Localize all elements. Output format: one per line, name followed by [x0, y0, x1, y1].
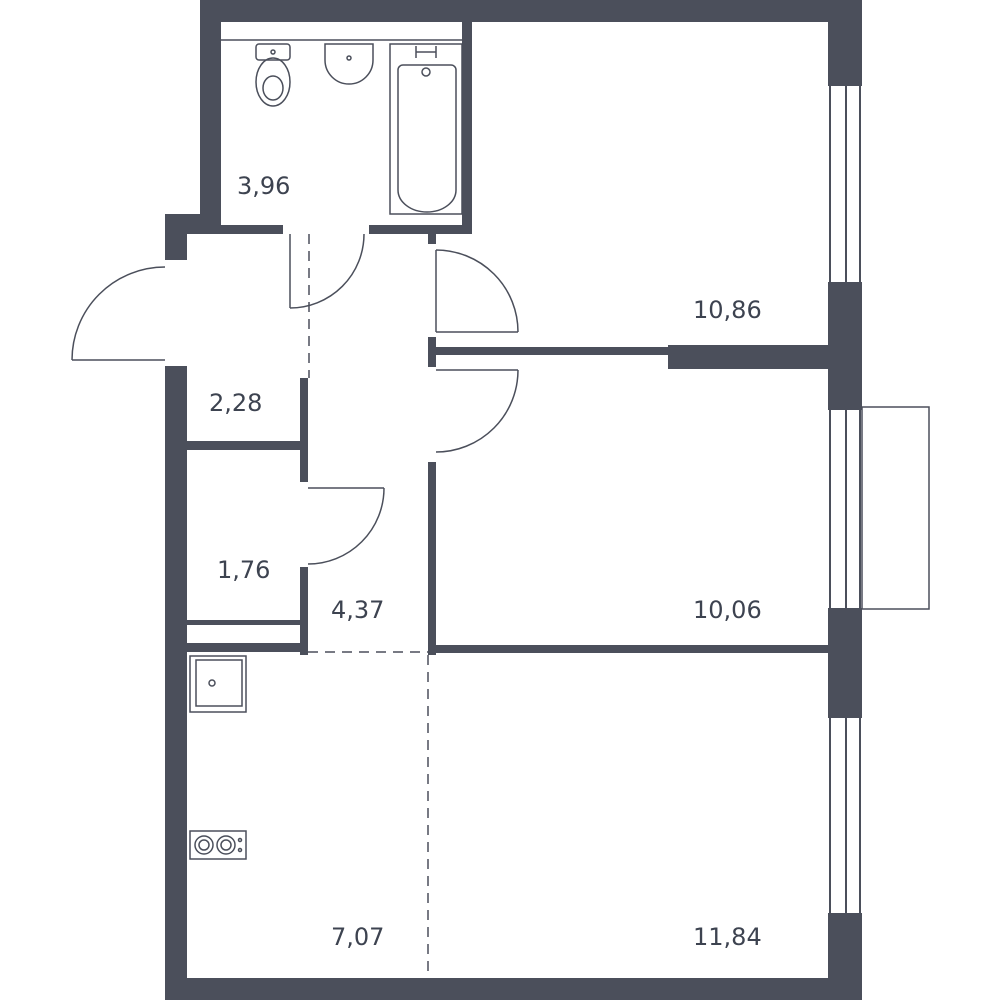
door-entrance [71, 266, 166, 361]
wall-bedroom-middle-left [428, 462, 436, 655]
wall-bottom [165, 978, 862, 1000]
kitchen-sink-icon [189, 655, 247, 713]
wall-left-lower [165, 366, 187, 1000]
bathroom-area: 3,96 [237, 172, 290, 200]
wall-hall-bottom [187, 441, 308, 450]
wall-right-1 [828, 282, 862, 410]
window-bedroom-top [829, 86, 861, 282]
kitchen-area: 7,07 [331, 923, 384, 951]
window-bedroom-middle [829, 410, 861, 608]
toilet-icon [255, 43, 291, 107]
wall-bedrooms-thin [428, 347, 670, 355]
wall-right-3 [828, 913, 862, 1000]
wall-right-2 [828, 608, 862, 718]
wall-right-top [828, 0, 862, 86]
wall-stub-post [165, 214, 187, 260]
zone-lines [308, 234, 429, 978]
stove-icon [189, 830, 247, 860]
wall-left-upper [200, 0, 221, 232]
wall-bath-bottom-right [369, 225, 472, 234]
wall-bedroom-middle-bottom [428, 645, 828, 653]
kitchen-fixtures [189, 655, 247, 860]
closet-area: 1,76 [217, 556, 270, 584]
living-room-area: 11,84 [693, 923, 762, 951]
wall-bedrooms-thick [668, 345, 830, 369]
bathroom-fixtures [221, 39, 463, 215]
wall-top [200, 0, 862, 22]
hall-area: 2,28 [209, 389, 262, 417]
windows [829, 86, 930, 913]
wall-bath-stub [428, 234, 436, 244]
door-closet [307, 487, 385, 565]
door-bathroom [289, 233, 365, 309]
sink-icon [324, 43, 374, 85]
wall-hall-right [300, 378, 308, 482]
doors [71, 233, 519, 565]
wall-closet-bottom [187, 620, 308, 625]
door-bedroom-middle [435, 369, 519, 453]
bathtub-icon [389, 43, 463, 215]
wall-bath-bottom-left [221, 225, 283, 234]
wall-bedrooms-stub [428, 337, 436, 367]
balcony [861, 406, 930, 610]
interior-walls [187, 22, 830, 655]
door-bedroom-top [435, 249, 519, 333]
wall-closet-right [300, 567, 308, 655]
window-living-room [829, 718, 861, 913]
bedroom-middle-area: 10,06 [693, 596, 762, 624]
outer-walls [165, 0, 862, 1000]
corridor-area: 4,37 [331, 596, 384, 624]
wall-bath-right [462, 22, 472, 234]
wall-closet-bottom-2 [187, 643, 308, 652]
bedroom-top-area: 10,86 [693, 296, 762, 324]
